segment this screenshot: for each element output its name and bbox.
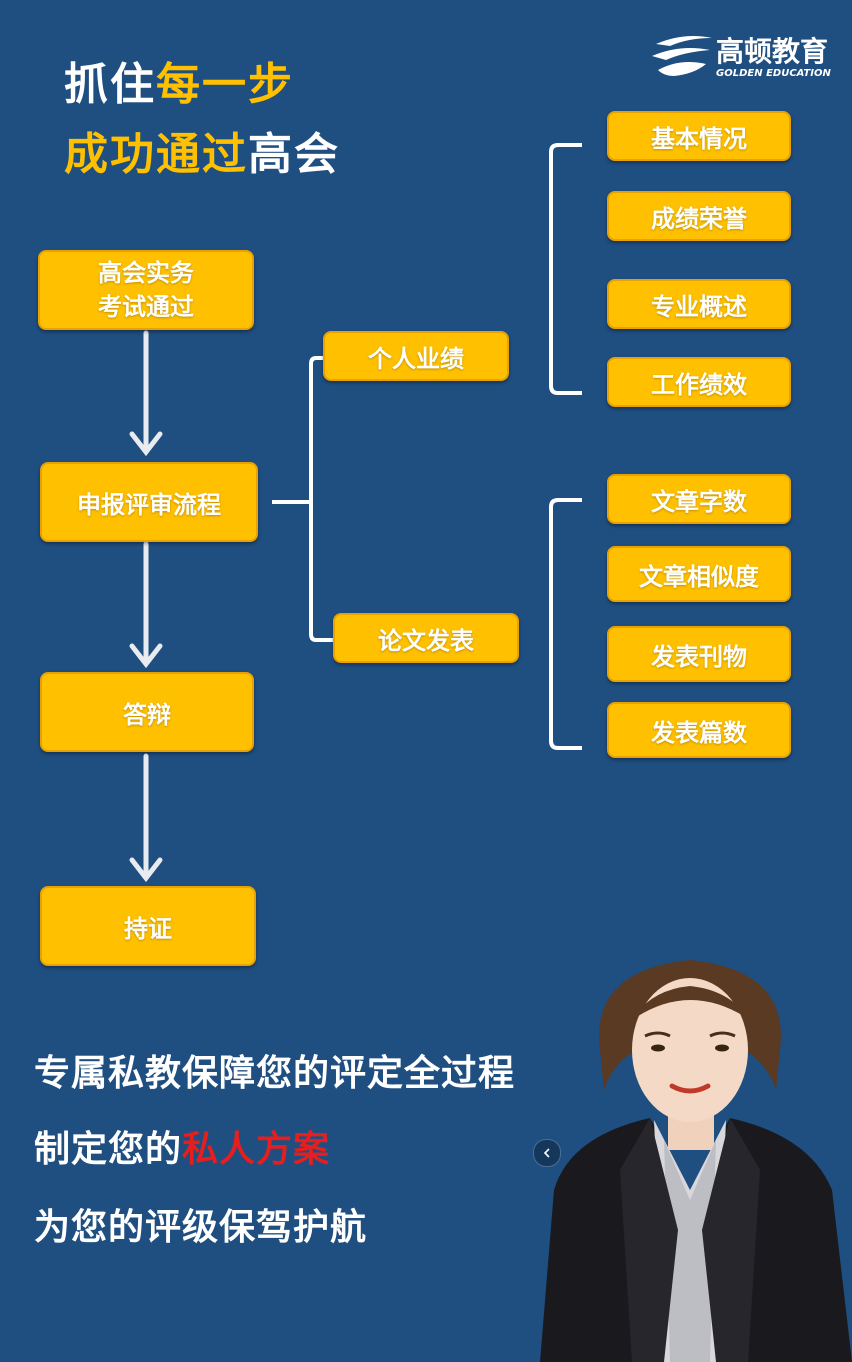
- bracket-personal: [549, 143, 582, 395]
- item-word-count: 文章字数: [607, 474, 791, 524]
- logo-name: 高顿教育: [716, 35, 829, 68]
- title-line-1: 抓住每一步: [64, 59, 294, 110]
- item-journal: 发表刊物: [607, 626, 791, 682]
- title-line-2: 成功通过高会: [64, 129, 340, 180]
- bottom-line-3: 为您的评级保驾护航: [34, 1207, 368, 1248]
- step-defense: 答辩: [40, 672, 254, 752]
- brand-logo: 高顿教育 GOLDEN EDUCATION: [650, 30, 840, 86]
- bottom-line-1: 专属私教保障您的评定全过程: [34, 1053, 516, 1094]
- presenter-photo: [540, 960, 852, 1362]
- bottom-line-2: 制定您的私人方案: [34, 1129, 331, 1170]
- logo-sub: GOLDEN EDUCATION: [716, 68, 831, 79]
- step-certificate: 持证: [40, 886, 256, 966]
- chevron-left-icon: [543, 1148, 550, 1158]
- bracket-paper: [549, 498, 582, 750]
- step-review-process: 申报评审流程: [40, 462, 258, 542]
- item-honors: 成绩荣誉: [607, 191, 791, 241]
- arrowhead-3: [129, 857, 163, 883]
- item-similarity: 文章相似度: [607, 546, 791, 602]
- collapse-button[interactable]: [533, 1139, 561, 1167]
- arrowhead-1: [129, 431, 163, 457]
- item-basic-info: 基本情况: [607, 111, 791, 161]
- item-work-performance: 工作绩效: [607, 357, 791, 407]
- branch-bracket-main: [272, 356, 334, 642]
- arrowhead-2: [129, 643, 163, 669]
- branch-paper: 论文发表: [333, 613, 519, 663]
- branch-personal: 个人业绩: [323, 331, 509, 381]
- swoosh-logo-icon: [652, 36, 712, 76]
- vertical-arrows: [129, 330, 163, 883]
- step-exam-passed: 高会实务 考试通过: [38, 250, 254, 330]
- item-professional-overview: 专业概述: [607, 279, 791, 329]
- item-paper-count: 发表篇数: [607, 702, 791, 758]
